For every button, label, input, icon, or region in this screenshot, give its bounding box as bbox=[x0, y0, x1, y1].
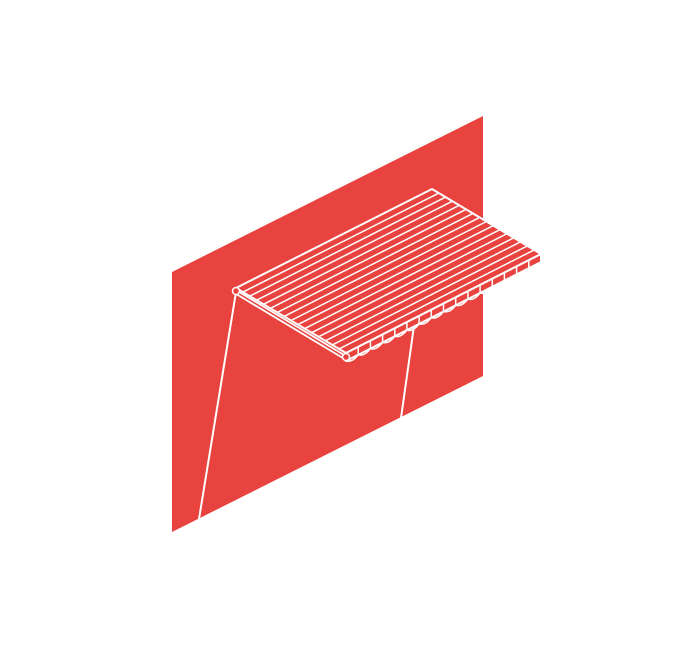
canopy-slat-line bbox=[256, 200, 453, 301]
canopy-slat-line bbox=[263, 204, 460, 305]
roller-end-cap-left bbox=[231, 286, 241, 296]
canopy-slat-line bbox=[338, 249, 535, 350]
left-support-arm bbox=[198, 291, 237, 520]
valance-scallop bbox=[406, 323, 420, 332]
canopy-slat-line bbox=[270, 208, 467, 309]
valance-scallop bbox=[492, 280, 505, 288]
canopy-slat-line bbox=[311, 233, 508, 334]
right-support-arm bbox=[400, 325, 415, 419]
valance-scallop bbox=[479, 286, 493, 294]
canopy-slat-line bbox=[283, 216, 481, 318]
valance-scallop bbox=[467, 292, 481, 301]
valance-scallop bbox=[418, 317, 432, 325]
valance-scallop bbox=[382, 335, 396, 344]
valance-scallop bbox=[443, 304, 457, 313]
canopy-slat-line bbox=[304, 228, 501, 330]
valance-scallop bbox=[504, 273, 518, 282]
roller-end-cap-right bbox=[341, 352, 351, 362]
canopy-slat-line bbox=[297, 224, 494, 326]
valance-scallop bbox=[394, 329, 408, 338]
canopy-slat-line bbox=[276, 212, 474, 314]
valance-scallop bbox=[345, 354, 359, 363]
canopy-slat-line bbox=[242, 192, 440, 293]
valance-scallops bbox=[345, 254, 542, 363]
canopy-slat-line bbox=[331, 245, 528, 346]
valance-scallop bbox=[431, 311, 445, 319]
canopy-slat-line bbox=[249, 196, 446, 297]
valance-scallop bbox=[516, 267, 530, 276]
valance-scallop bbox=[370, 341, 384, 350]
roller-tube-inner bbox=[235, 291, 347, 359]
awning-canopy bbox=[231, 188, 542, 363]
canopy-slat-line bbox=[290, 220, 487, 322]
canopy-slat-line bbox=[318, 237, 515, 338]
canopy-slat-line bbox=[325, 241, 521, 342]
valance-scallop bbox=[357, 348, 371, 356]
valance-scallop bbox=[455, 298, 469, 307]
canopy-slats bbox=[242, 192, 535, 350]
valance-scallop bbox=[528, 261, 542, 270]
